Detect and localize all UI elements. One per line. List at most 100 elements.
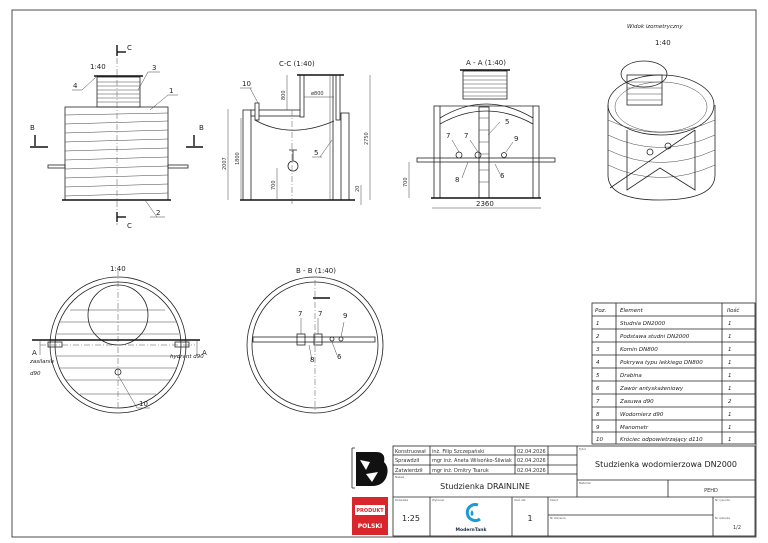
views-section_cc-dims-phi800: ø800 [311, 91, 324, 97]
views-section_aa-labels-seven_a: 7 [446, 132, 450, 140]
svg-text:PRODUKT: PRODUKT [356, 508, 384, 514]
views-section_aa-labels-eight: 8 [455, 176, 459, 184]
views-isometric-title: Widok izometryczny [627, 24, 683, 30]
title_block-name_label: Nazwa [395, 475, 405, 479]
parts_table-rows-1-pos: 2 [596, 334, 600, 340]
views-front-labels-3: 4 [73, 82, 78, 90]
views-section_cc-dims-d800: 800 [281, 90, 287, 100]
title_block-drawing_no_label: Nr rysunku [715, 498, 730, 502]
views-section_cc-labels-ten: 10 [242, 80, 251, 88]
parts-table-row: 3 Komin DN800 1 [596, 347, 732, 353]
views-section_cc-title: C-C (1:40) [279, 60, 315, 68]
parts_table-rows-9-element: Króciec odpowietrzający d110 [620, 436, 703, 443]
views-section_bb-labels-eight: 8 [310, 356, 314, 364]
parts_table-rows-7-qty: 1 [728, 412, 732, 418]
parts_table-rows-6-pos: 7 [596, 399, 600, 405]
views-front-section_c: C [127, 44, 132, 52]
views-section_cc-dims-h1800: 1800 [235, 152, 241, 165]
views-plan-inlet_d: d90 [30, 371, 41, 377]
views-section_aa-labels-nine: 9 [514, 135, 518, 143]
sheet-number: 1/2 [733, 525, 741, 531]
parts_table-rows-6-qty: 2 [728, 399, 732, 405]
parts_table-rows-2-element: Komin DN800 [620, 347, 658, 353]
sheet-frame [11, 9, 757, 538]
views-section_cc-dims-h700: 700 [271, 180, 277, 190]
title_block-people-2-date: 02.04.2026 [517, 468, 546, 474]
parts-table-row: 8 Wodomierz d90 1 [596, 412, 732, 418]
parts_table-headers-element: Element [620, 308, 644, 314]
title_block-people-2-role: Zatwierdził [395, 468, 423, 474]
material: PEHD [704, 488, 718, 494]
views-section_aa-dims-w2360: 2360 [476, 200, 494, 208]
section-c-c: C-C (1:40) 10 5 2007 1800 700 800 ø800 2… [222, 60, 371, 205]
parts_table-headers-pos: Poz. [595, 308, 607, 314]
parts_table-rows-7-element: Wodomierz d90 [620, 412, 664, 418]
title_block-people-0-role: Konstruował [395, 449, 426, 455]
signature-row: Zatwierdził mgr inż. Dmitry Tsaruk 02.04.2… [395, 468, 546, 474]
drawing-title: Studzienka wodomierzowa DN2000 [595, 460, 737, 469]
views-section_cc-labels-five: 5 [314, 149, 318, 157]
title_block-client_label: Klient [550, 498, 559, 502]
parts-table-row: 1 Studnia DN2000 1 [596, 321, 732, 327]
views-plan-label_ten: 10 [139, 400, 148, 408]
parts_table-rows-9-pos: 10 [596, 437, 603, 443]
views-front-section_b: B [30, 124, 35, 132]
parts_table-rows-8-pos: 9 [596, 425, 600, 431]
parts_table-rows-2-qty: 1 [728, 347, 732, 353]
parts_table-rows-1-element: Podstawa studni DN2000 [620, 334, 690, 340]
parts_table-rows-4-qty: 1 [728, 373, 732, 379]
parts-table-header: Poz. Element Ilość [595, 307, 740, 314]
views-plan-inlet: zasilanie [29, 359, 55, 365]
section-a-a: A - A (1:40) 7 7 9 5 8 6 700 2360 [403, 59, 556, 209]
title_block-material_label: Materiał [579, 481, 591, 485]
parts_table-rows-0-pos: 1 [596, 321, 600, 327]
produkt-polski-logo: PRODUKT POLSKI [352, 497, 388, 535]
company-b-logo [351, 447, 388, 489]
views-section_aa-labels-five: 5 [505, 118, 509, 126]
parts-table: Poz. Element Ilość 1 Studnia DN2000 1 2 Pod… [591, 302, 756, 445]
parts_table-rows-2-pos: 3 [596, 347, 600, 353]
title_block-people-0-date: 02.04.2026 [517, 449, 546, 455]
parts_table-rows-5-element: Zawór antyskażeniowy [619, 385, 684, 392]
moderntank-logo: ModernTank [456, 503, 488, 533]
title_block-company_label: Wykonał [432, 498, 444, 502]
views-section_aa-labels-seven_b: 7 [464, 132, 468, 140]
drawing-name: Studzienka DRAINLINE [440, 482, 530, 491]
views-front-labels-0: 1 [169, 87, 173, 95]
title_block-scale_label: Podziałka [395, 498, 408, 502]
views-plan-outlet: hydrant d90 [170, 354, 204, 360]
parts_table-rows-0-element: Studnia DN2000 [620, 321, 666, 327]
parts_table-rows-6-element: Zasuwa d90 [619, 399, 654, 405]
views-front-section_c: C [127, 222, 132, 230]
views-section_cc-dims-h20: 20 [355, 186, 361, 192]
section-b-b: B - B (1:40) 7 7 9 8 6 [246, 267, 384, 414]
views-section_bb-labels-nine: 9 [343, 312, 347, 320]
title_block-company: ModernTank [456, 527, 488, 533]
title_block-people-2-name: mgr inż. Dmitry Tsaruk [432, 468, 489, 474]
parts_table-rows-0-qty: 1 [728, 321, 732, 327]
views-plan-a_right: A [202, 349, 207, 357]
title_block-sheet_label: Nr arkusza [715, 516, 730, 520]
views-section_aa-labels-six: 6 [500, 172, 505, 180]
front-view: 1:40 C C B B 4 3 1 2 [30, 44, 204, 230]
parts_table-rows-7-pos: 8 [596, 412, 600, 418]
title_block-sheets_label: Ilość szt. [514, 498, 526, 502]
parts_table-rows-3-pos: 4 [596, 360, 600, 366]
title_block-order_label: Nr zlecenia [550, 516, 566, 520]
title_block-people-1-date: 02.04.2026 [517, 458, 546, 464]
views-section_aa-title: A - A (1:40) [466, 59, 506, 67]
views-plan-a_left: A [32, 349, 37, 357]
views-isometric-scale: 1:40 [655, 39, 671, 47]
title_block-people-1-name: mgr inż. Aneta Wilsońko-Śliwiak [432, 457, 512, 464]
parts_table-rows-8-element: Manometr [620, 425, 649, 431]
plan-view: 1:40 A A zasilanie d90 hydrant d90 10 [29, 265, 207, 414]
svg-text:POLSKI: POLSKI [358, 523, 383, 530]
parts-table-row: 7 Zasuwa d90 2 [596, 399, 732, 405]
views-front-scale: 1:40 [90, 63, 106, 71]
